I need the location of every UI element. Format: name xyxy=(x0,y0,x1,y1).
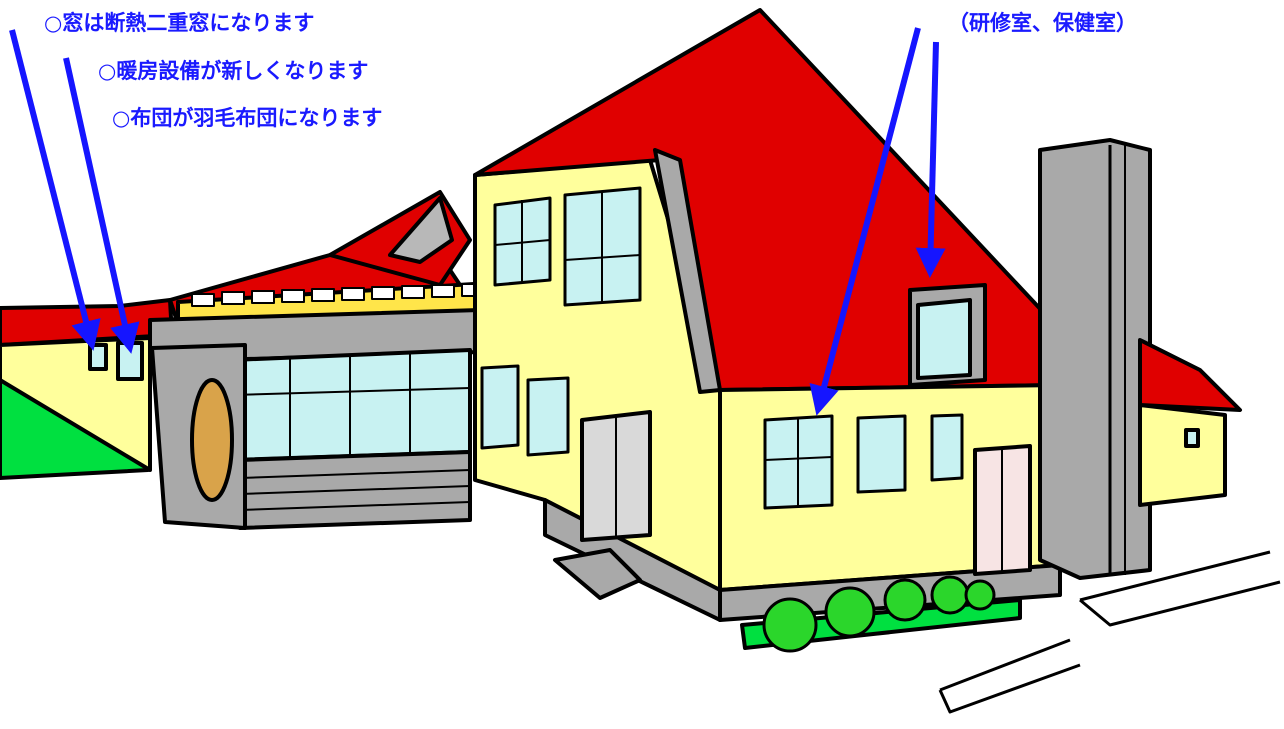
arrow xyxy=(9,29,101,351)
rooms-annotation: （研修室、保健室） xyxy=(948,11,1137,35)
arrow xyxy=(809,27,921,416)
walkway-curb xyxy=(938,663,1081,714)
far-right-window xyxy=(1184,428,1200,448)
bush xyxy=(930,575,970,615)
walkway-curb xyxy=(1079,550,1271,602)
pillar-plaque xyxy=(190,378,234,502)
ground-window xyxy=(930,413,964,482)
lower-window xyxy=(480,364,520,450)
back-gable xyxy=(388,196,454,264)
walkway-curb xyxy=(939,638,1071,692)
chimney-pillar xyxy=(1038,138,1152,580)
far-right-wall xyxy=(1138,403,1227,507)
dormer-window xyxy=(916,298,972,380)
bush xyxy=(762,597,818,653)
ground-window xyxy=(856,414,907,494)
lower-window xyxy=(526,376,570,457)
side-door-steps xyxy=(553,548,642,600)
window-annotation: ○窓は断熱二重窓になります xyxy=(44,11,315,35)
heating-annotation: ○暖房設備が新しくなります xyxy=(98,59,369,83)
futon-annotation: ○布団が羽毛布団になります xyxy=(112,106,383,130)
walkway-curb xyxy=(1079,580,1281,627)
left-wing-window xyxy=(88,343,108,371)
arrow xyxy=(63,57,140,354)
bush xyxy=(964,579,996,611)
arrow xyxy=(915,41,946,278)
bush xyxy=(824,586,876,638)
far-right-roof xyxy=(1138,338,1242,412)
left-wing-window xyxy=(116,341,144,381)
bush xyxy=(883,578,927,622)
